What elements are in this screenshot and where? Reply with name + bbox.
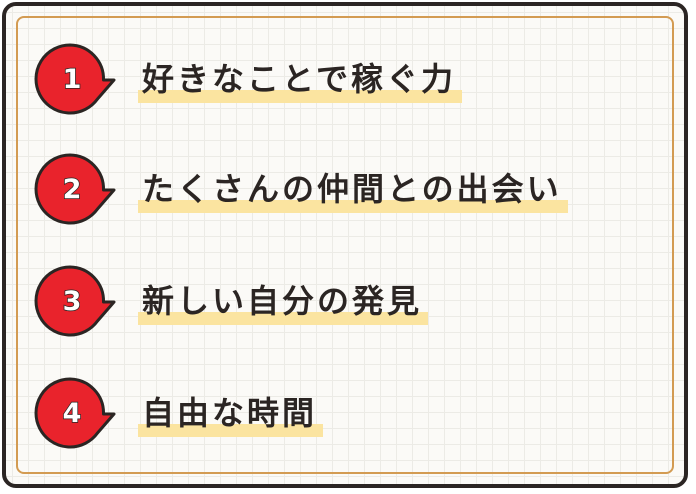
speech-bubble-icon [34, 43, 116, 115]
list-card [2, 2, 688, 488]
item-number: 3 [62, 285, 82, 318]
marker-highlight [138, 90, 463, 103]
marker-highlight [138, 424, 324, 437]
speech-bubble-icon [34, 153, 116, 225]
number-badge-icon: 3 [34, 264, 116, 340]
marker-highlight [138, 312, 429, 325]
number-badge-icon: 1 [34, 42, 116, 118]
item-number: 4 [62, 397, 82, 430]
speech-bubble-icon [34, 377, 116, 449]
item-number: 1 [62, 63, 82, 96]
list-item: 1 好きなことで稼ぐ力 [34, 42, 674, 118]
marker-highlight [138, 200, 568, 213]
inner-border [16, 16, 674, 474]
list-item: 4 自由な時間 [34, 376, 674, 452]
list-item: 3 新しい自分の発見 [34, 264, 674, 340]
item-label: 新しい自分の発見 [142, 282, 423, 320]
item-label: 好きなことで稼ぐ力 [142, 60, 457, 98]
number-badge-icon: 2 [34, 152, 116, 228]
item-label-wrap: 新しい自分の発見 [138, 279, 429, 325]
item-label: 自由な時間 [142, 394, 318, 432]
number-badge-icon: 4 [34, 376, 116, 452]
speech-bubble-icon [34, 265, 116, 337]
item-label-wrap: 自由な時間 [138, 391, 324, 437]
item-label-wrap: たくさんの仲間との出会い [138, 167, 568, 213]
item-number: 2 [62, 173, 82, 206]
item-label-wrap: 好きなことで稼ぐ力 [138, 57, 463, 103]
list-item: 2 たくさんの仲間との出会い [34, 152, 674, 228]
item-label: たくさんの仲間との出会い [142, 170, 562, 208]
